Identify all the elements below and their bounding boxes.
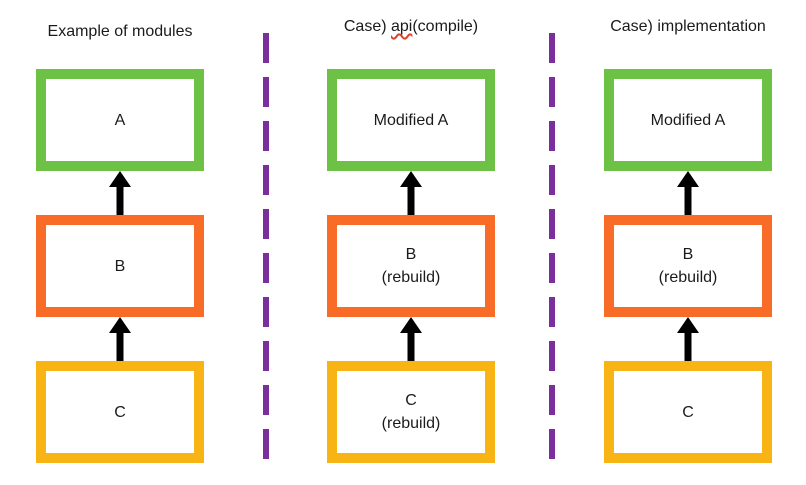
up-arrow-icon [676,317,700,361]
module-box-sublabel: (rebuild) [381,269,441,286]
up-arrow-icon [676,171,700,215]
module-box-label: C [405,392,417,409]
module-box-modified-a: Modified A [604,69,772,171]
column-case-api-compile: Case) api(compile) Modified A B (rebuild… [327,0,495,485]
up-arrow-icon [399,317,423,361]
module-box-label: B [682,246,694,263]
up-arrow-icon [108,171,132,215]
column-title: Case) implementation [610,18,766,35]
column-case-implementation: Case) implementation Modified A B (rebui… [604,0,772,485]
title-suffix: (compile) [412,18,479,35]
module-box-label: Modified A [650,111,726,129]
module-box-label: Modified A [373,111,449,129]
column-example-of-modules: Example of modules A B C [36,0,204,485]
module-box-sublabel: (rebuild) [658,269,718,286]
module-box-sublabel: (rebuild) [381,415,441,432]
module-box-b-rebuild: B (rebuild) [327,215,495,317]
module-box-b: B [36,215,204,317]
module-box-label: C [682,403,694,421]
module-box-c-rebuild: C (rebuild) [327,361,495,463]
module-box-modified-a: Modified A [327,69,495,171]
column-title: Example of modules [47,23,193,40]
module-box-label: B [114,257,126,275]
module-box-label: A [114,111,126,129]
up-arrow-icon [108,317,132,361]
dashed-divider-line-2 [549,33,555,463]
column-title: Case) api(compile) [344,18,478,36]
module-box-b-rebuild: B (rebuild) [604,215,772,317]
module-box-c: C [604,361,772,463]
module-box-label: C [114,403,126,421]
module-box-c: C [36,361,204,463]
module-box-a: A [36,69,204,171]
up-arrow-icon [399,171,423,215]
title-word-spellcheck-underlined: api [390,18,413,35]
module-box-label: B [405,246,417,263]
dashed-divider-line-1 [263,33,269,463]
title-prefix: Case) [343,18,391,35]
